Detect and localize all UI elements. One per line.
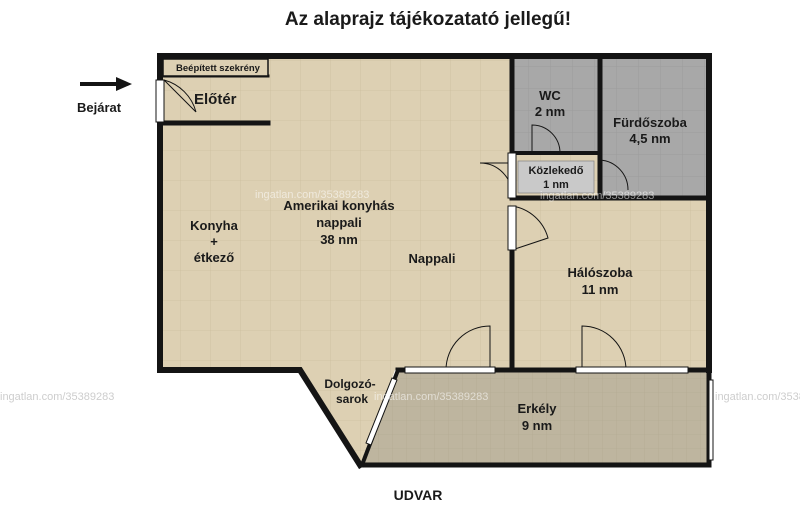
room-label-kitchen-1: Konyha <box>190 218 238 233</box>
built-in-wardrobe <box>162 58 269 77</box>
watermark-1: ingatlan.com/35389283 <box>255 189 369 201</box>
room-label-living-area: 38 nm <box>320 232 358 247</box>
wardrobe-label: Beépített szekrény <box>176 63 261 74</box>
watermark-4: ingatlan.com/35389283 <box>0 391 114 403</box>
windows <box>365 152 714 461</box>
living-door-balcony[interactable] <box>445 325 491 371</box>
plan-title: Az alaprajz tájékozatató jellegű! <box>285 9 571 30</box>
room-label-eloter: Előtér <box>194 91 237 108</box>
watermark-5: ingatlan.com/35389283 <box>715 391 800 403</box>
room-label-kitchen-2: + <box>210 234 218 249</box>
bedroom-floor <box>512 198 709 370</box>
room-label-balcony-name: Erkély <box>517 401 557 416</box>
room-label-bedroom-name: Hálószoba <box>567 265 633 280</box>
bathroom-door[interactable] <box>599 159 629 191</box>
wc-door[interactable] <box>531 124 561 154</box>
room-label-living-name-2: nappali <box>316 215 362 230</box>
room-label-nappali: Nappali <box>409 251 456 266</box>
room-label-bathroom-name: Fürdőszoba <box>613 115 687 130</box>
room-label-bathroom-area: 4,5 nm <box>629 131 670 146</box>
entrance-label: Bejárat <box>77 100 122 115</box>
balcony-floor <box>362 370 709 465</box>
room-label-kitchen-3: étkező <box>194 250 235 265</box>
entrance-door-swing[interactable] <box>163 79 197 113</box>
bathroom-floor <box>600 56 709 198</box>
hall-label-box <box>517 160 595 194</box>
courtyard-label: UDVAR <box>394 487 443 503</box>
living-floor <box>160 56 512 465</box>
watermark-3: ingatlan.com/35389283 <box>374 391 488 403</box>
watermark-2: ingatlan.com/35389283 <box>540 190 654 202</box>
room-label-bedroom-area: 11 nm <box>582 282 619 297</box>
entrance-door-frame <box>155 79 165 123</box>
bedroom-door-balcony[interactable] <box>581 325 627 371</box>
room-label-balcony-area: 9 nm <box>522 418 552 433</box>
room-label-work-2: sarok <box>336 392 368 406</box>
room-label-hall-name: Közlekedő <box>528 165 583 177</box>
entrance-arrow-icon <box>80 77 132 91</box>
room-label-work-1: Dolgozó- <box>324 377 375 391</box>
room-label-wc-name: WC <box>539 88 561 103</box>
room-label-wc-area: 2 nm <box>535 104 565 119</box>
room-label-living-name-1: Amerikai konyhás <box>283 198 394 213</box>
wc-floor <box>512 56 600 153</box>
room-label-hall-area: 1 nm <box>543 179 569 191</box>
